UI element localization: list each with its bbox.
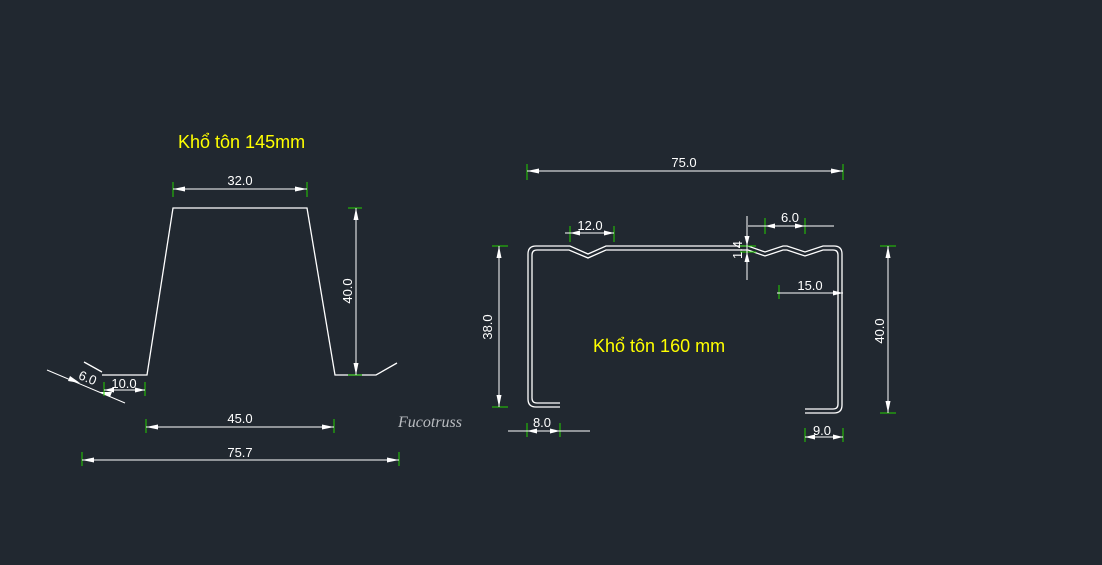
profile-160-drawing: Khổ tôn 160 mm 75.0 12.0 — [480, 155, 896, 442]
dim-text-right-offset: 15.0 — [797, 278, 822, 293]
dim-text-total-width-160: 75.0 — [671, 155, 696, 170]
dim-bottom-width-45: 45.0 — [145, 411, 335, 433]
dim-total-width-75-7: 75.7 — [81, 445, 400, 466]
dim-right-height-40: 40.0 — [872, 245, 896, 414]
dim-text-right-height: 40.0 — [872, 318, 887, 343]
dim-top-width-32: 32.0 — [172, 173, 308, 197]
profile-145-left-lip — [83, 361, 103, 373]
profile-160-outline-outer — [527, 245, 843, 414]
watermark-text: Fucotruss — [397, 414, 462, 431]
dim-text-left-height: 38.0 — [480, 314, 495, 339]
dim-text-groove-right: 6.0 — [781, 210, 799, 225]
profile-145-title: Khổ tôn 145mm — [178, 132, 305, 152]
profile-145-outline — [102, 207, 398, 376]
dim-groove-6: 6.0 — [748, 210, 834, 234]
dim-text-groove-depth: 1.4 — [730, 241, 745, 259]
dim-left-lip-8: 8.0 — [508, 415, 590, 437]
dim-text-lip: 6.0 — [76, 367, 98, 388]
profile-145-drawing: Khổ tôn 145mm 32.0 40.0 6.0 — [46, 132, 400, 466]
dim-left-height-38: 38.0 — [480, 245, 508, 408]
profile-160-outline-inner — [531, 249, 839, 410]
dim-flange-10: 10.0 — [103, 376, 146, 396]
dim-text-top-width: 32.0 — [227, 173, 252, 188]
dim-height-40: 40.0 — [340, 207, 362, 376]
dim-text-right-lip: 9.0 — [813, 423, 831, 438]
dim-right-lip-9: 9.0 — [804, 423, 844, 442]
dim-text-flange: 10.0 — [111, 376, 136, 391]
dim-text-bottom-width: 45.0 — [227, 411, 252, 426]
dim-text-left-lip: 8.0 — [533, 415, 551, 430]
dim-groove-12: 12.0 — [565, 218, 615, 242]
dim-text-total-width: 75.7 — [227, 445, 252, 460]
dim-text-height: 40.0 — [340, 278, 355, 303]
dim-right-offset-15: 15.0 — [777, 278, 843, 299]
dim-text-groove-left: 12.0 — [577, 218, 602, 233]
profile-160-title: Khổ tôn 160 mm — [593, 336, 725, 356]
dim-groove-depth: 1.4 — [730, 216, 756, 280]
dim-total-width-75: 75.0 — [526, 155, 844, 180]
dim-lip-6: 6.0 — [46, 367, 126, 404]
